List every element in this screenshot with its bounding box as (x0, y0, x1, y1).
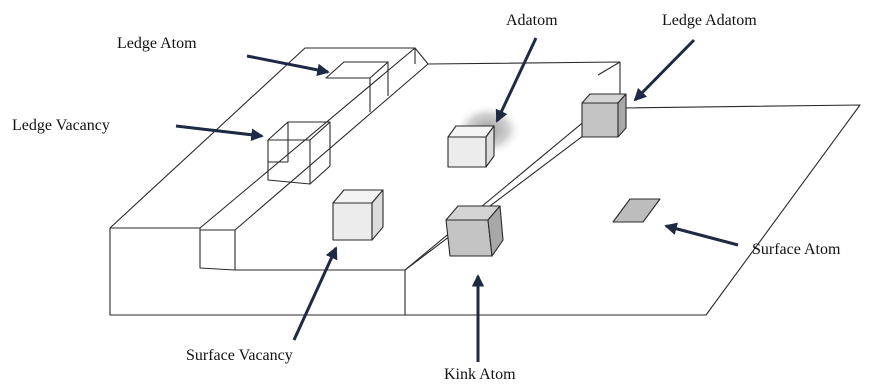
label-kink-atom: Kink Atom (444, 366, 516, 383)
label-surface-vacancy: Surface Vacancy (186, 347, 293, 364)
surface-vacancy-cube (332, 189, 384, 241)
label-surface-atom: Surface Atom (752, 241, 841, 258)
upper-terrace (109, 47, 429, 316)
arrows (175, 37, 739, 362)
arrow-ledge-vacancy (175, 124, 264, 142)
arrow-ledge-atom (246, 54, 330, 77)
surface-atom-tile (612, 198, 661, 223)
ledge-vacancy-box (267, 121, 331, 185)
ledge-atom-notch (325, 61, 389, 112)
arrow-ledge-adatom (633, 38, 696, 102)
arrow-surface-vacancy (292, 246, 338, 341)
lower-terrace (235, 104, 861, 316)
arrow-adatom (495, 37, 538, 123)
label-ledge-vacancy: Ledge Vacancy (12, 117, 110, 134)
ledge-adatom-cube (581, 93, 627, 138)
label-ledge-atom: Ledge Atom (117, 35, 197, 52)
adatom-cube (447, 104, 522, 168)
middle-terrace (200, 61, 621, 271)
label-adatom: Adatom (506, 12, 558, 29)
label-ledge-adatom: Ledge Adatom (662, 12, 757, 29)
arrow-surface-atom (664, 222, 739, 247)
kink-atom-cube (445, 205, 504, 257)
